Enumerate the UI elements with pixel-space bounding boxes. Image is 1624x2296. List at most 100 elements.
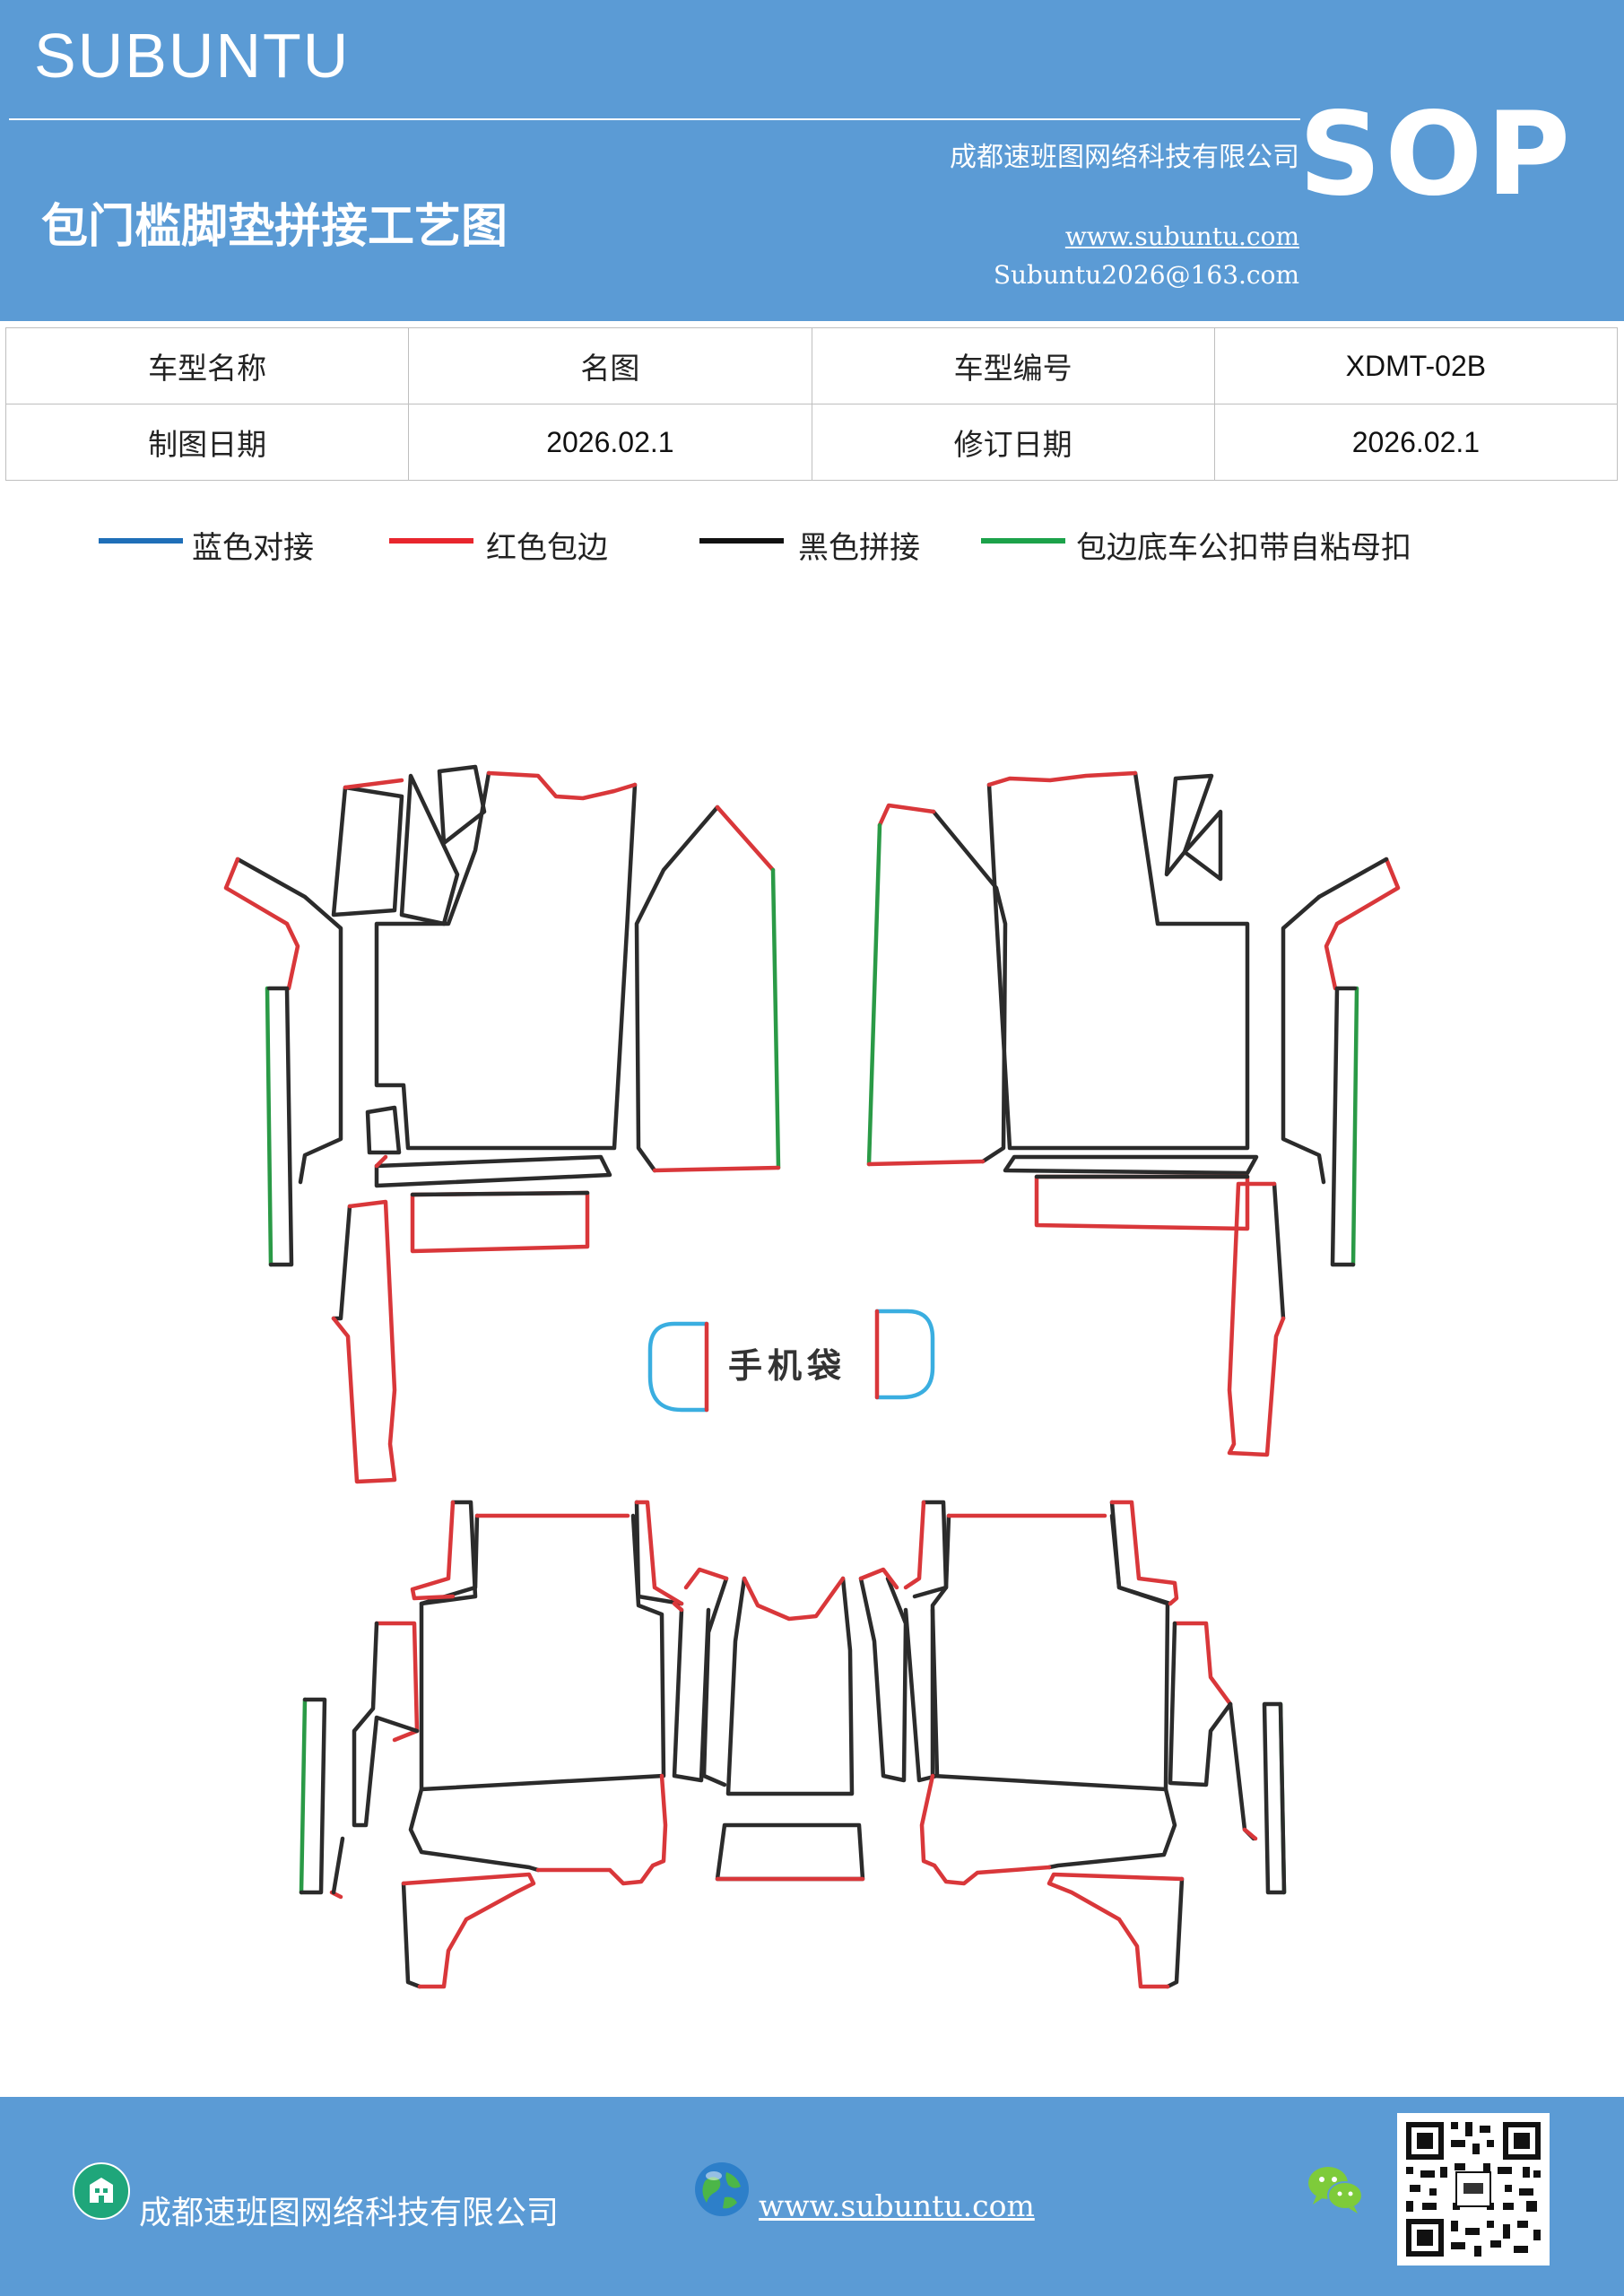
legend-swatch-blue <box>99 538 183 544</box>
mat-outline-segment <box>1034 1174 1250 1231</box>
mat-outline-segment <box>1324 857 1401 991</box>
legend-label-green: 包边底车公扣带自粘母扣 <box>1076 530 1411 566</box>
mat-outline-segment <box>986 770 1138 787</box>
mat-outline-segment <box>931 809 1008 1164</box>
sop-badge: SOP <box>1298 88 1574 222</box>
mat-outline-segment <box>1182 809 1223 882</box>
header-divider <box>9 118 1300 120</box>
vehicle-info-table: 车型名称 名图 车型编号 XDMT-02B 制图日期 2026.02.1 修订日… <box>4 327 1619 481</box>
mat-outline-segment <box>343 778 404 790</box>
mat-outline-segment <box>486 770 638 801</box>
mat-outline-segment <box>1164 773 1214 877</box>
footer-website-link[interactable]: www.subuntu.com <box>759 2188 1035 2223</box>
front-left-sill-piece <box>235 857 343 1185</box>
draw-date-value: 2026.02.1 <box>408 404 812 481</box>
mat-outline-segment <box>715 804 776 873</box>
mat-outline-segment <box>672 1601 684 1613</box>
table-row: 制图日期 2026.02.1 修订日期 2026.02.1 <box>4 404 1619 481</box>
mat-outline-segment <box>742 1576 846 1622</box>
mat-outline-segment <box>331 1199 397 1484</box>
mat-outline-segment <box>634 1500 684 1606</box>
front-right-mat-group <box>866 770 1401 1457</box>
color-legend: 蓝色对接 红色包边 黑色拼接 包边底车公扣带自粘母扣 <box>0 523 1624 577</box>
mat-outline-segment <box>634 804 720 1173</box>
mat-outline-segment <box>374 1154 612 1188</box>
mat-outline-segment <box>652 1165 781 1173</box>
mat-outline-segment <box>1330 986 1358 1267</box>
mat-outline-segment <box>401 1872 536 1989</box>
mat-outline-segment <box>634 1500 684 1606</box>
phone-pocket-group <box>647 1309 935 1413</box>
mat-outline-segment <box>374 1621 420 1743</box>
footer: 成都速班图网络科技有限公司 www.subuntu.com <box>0 2097 1624 2296</box>
mat-outline-segment <box>1228 1701 1256 1841</box>
mat-outline-segment <box>408 1787 541 1873</box>
phone-pocket-right <box>874 1309 935 1400</box>
legend-swatch-green <box>981 538 1065 544</box>
mat-outline-segment <box>1227 1181 1286 1457</box>
legend-label-blue: 蓝色对接 <box>192 530 314 566</box>
header: SUBUNTU 成都速班图网络科技有限公司 包门槛脚垫拼接工艺图 www.sub… <box>0 0 1624 321</box>
model-name-label: 车型名称 <box>4 327 410 404</box>
mat-outline-segment <box>410 1190 590 1197</box>
mat-outline-segment <box>930 1513 1170 1792</box>
legend-label-red: 红色包边 <box>486 530 608 566</box>
mat-outline-segment <box>299 1697 327 1895</box>
email-address[interactable]: Subuntu2026@163.com <box>993 260 1299 290</box>
mat-outline-segment <box>419 1513 666 1792</box>
revision-date-value: 2026.02.1 <box>1213 404 1619 481</box>
mat-outline-segment <box>299 1697 308 1895</box>
mat-outline-segment <box>331 785 404 918</box>
mat-outline-segment <box>365 1105 402 1155</box>
legend-swatch-red <box>389 538 473 544</box>
mat-outline-segment <box>866 1159 986 1167</box>
mat-outline-segment <box>1350 986 1359 1267</box>
mat-outline-segment <box>858 1576 908 1783</box>
mat-outline-segment <box>266 986 294 1267</box>
wechat-icon[interactable] <box>1306 2161 1365 2215</box>
mat-outline-segment <box>265 986 274 1267</box>
revision-date-label: 修订日期 <box>811 404 1215 481</box>
qr-code[interactable] <box>1397 2113 1550 2266</box>
mat-outline-segment <box>374 770 638 1151</box>
mat-outline-segment <box>1046 1787 1177 1870</box>
rear-mat-group <box>299 1500 1287 1989</box>
model-code-label: 车型编号 <box>811 327 1215 404</box>
mat-outline-segment <box>1168 1621 1233 1787</box>
legend-swatch-black <box>699 538 784 544</box>
mat-outline-segment <box>352 1621 420 1828</box>
mat-outline-segment <box>437 764 487 846</box>
phone-pocket-left <box>647 1321 709 1413</box>
mat-outline-segment <box>399 773 460 926</box>
mat-outline-segment <box>223 857 300 991</box>
model-code-value: XDMT-02B <box>1213 327 1619 404</box>
mat-outline-segment <box>1316 857 1389 900</box>
page-title: 包门槛脚垫拼接工艺图 <box>41 200 508 254</box>
mat-outline-segment <box>1109 1500 1173 1606</box>
mat-pieces-svg <box>223 764 1401 1989</box>
mat-outline-segment <box>1242 1827 1258 1841</box>
mat-outline-segment <box>419 1500 478 1606</box>
website-link[interactable]: www.subuntu.com <box>1064 222 1299 251</box>
mat-outline-segment <box>331 1836 345 1895</box>
mat-outline-segment <box>1109 1500 1179 1606</box>
draw-date-label: 制图日期 <box>4 404 410 481</box>
mat-outline-segment <box>1281 894 1326 1185</box>
mat-outline-segment <box>701 1576 729 1787</box>
mat-outline-segment <box>1172 1621 1233 1707</box>
mat-outline-segment <box>919 1773 1052 1886</box>
mat-outline-segment <box>535 1773 668 1886</box>
table-row: 车型名称 名图 车型编号 XDMT-02B <box>4 327 1619 404</box>
floor-mat-diagram: 手机袋 <box>0 619 1624 2072</box>
mat-outline-segment <box>1165 1876 1185 1989</box>
mat-outline-segment <box>877 803 936 828</box>
legend-label-black: 黑色拼接 <box>798 530 920 566</box>
mat-outline-segment <box>770 867 781 1170</box>
mat-outline-segment <box>912 1500 949 1599</box>
mat-outline-segment <box>683 1567 729 1590</box>
footer-company-name: 成都速班图网络科技有限公司 <box>139 2195 560 2231</box>
mat-outline-segment <box>1272 1181 1286 1321</box>
mat-outline-segment <box>986 770 1250 1151</box>
mat-outline-segment <box>1046 1872 1185 1989</box>
building-icon <box>73 2162 130 2220</box>
